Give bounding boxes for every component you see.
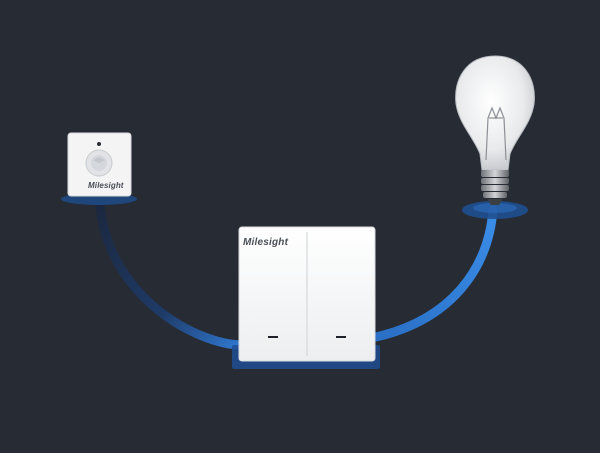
wall-switch-icon — [238, 226, 376, 362]
light-bulb-icon — [455, 55, 535, 205]
switch-bulb-link — [371, 205, 498, 342]
motion-sensor-icon — [67, 132, 132, 197]
sensor-switch-link — [95, 201, 247, 350]
switch-brand-label: Milesight — [243, 237, 289, 248]
sensor-brand-label: Milesight — [88, 181, 124, 190]
